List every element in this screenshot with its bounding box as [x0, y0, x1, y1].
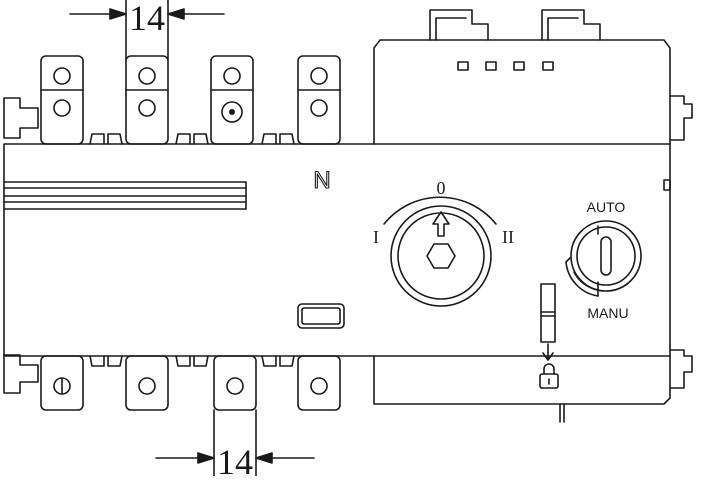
rotary-position-II: II [502, 227, 514, 247]
terminal-top-4 [297, 55, 341, 145]
dimension-top-label: 14 [129, 0, 165, 38]
indicator-led-4 [542, 61, 554, 71]
terminal-bottom-1 [40, 355, 84, 411]
bottom-terminals [40, 355, 341, 411]
right-mount-bracket-bottom [669, 349, 693, 389]
dimension-top: 14 [69, 0, 225, 61]
main-body [3, 143, 671, 357]
top-terminals [40, 55, 341, 145]
indicator-led-3 [513, 61, 525, 71]
hexagon-shaft-icon [426, 243, 456, 269]
terminal-top-1 [40, 55, 84, 145]
mode-selector-key[interactable] [565, 220, 642, 297]
key-slot-icon [600, 236, 612, 276]
up-arrow-icon [432, 211, 450, 237]
left-mount-bracket-top [3, 97, 39, 139]
terminal-bottom-4 [297, 355, 341, 411]
indicator-led-2 [485, 61, 497, 71]
terminal-bottom-2 [125, 355, 169, 411]
dimension-bottom: 14 [155, 409, 315, 481]
down-arrow-icon [542, 343, 554, 361]
padlock-slide[interactable] [539, 283, 559, 389]
terminal-bottom-3 [213, 355, 257, 411]
rotary-position-arc [383, 196, 497, 225]
rotary-position-0: 0 [437, 178, 446, 198]
mode-label-manu: MANU [587, 305, 628, 321]
left-mount-bracket-bottom [3, 354, 39, 394]
neutral-label: N [313, 167, 330, 194]
right-mount-bracket-top [669, 95, 693, 141]
padlock-icon [539, 363, 559, 389]
dimension-bottom-label: 14 [217, 442, 253, 476]
controller-lower [373, 355, 671, 423]
rotary-switch[interactable] [383, 196, 497, 307]
controller-box [373, 9, 671, 145]
mode-label-auto: AUTO [587, 199, 626, 215]
terminal-top-2 [125, 55, 169, 145]
terminal-top-3 [210, 55, 254, 145]
rotary-position-I: I [373, 227, 379, 247]
status-window [297, 303, 345, 329]
indicator-led-1 [457, 61, 469, 71]
